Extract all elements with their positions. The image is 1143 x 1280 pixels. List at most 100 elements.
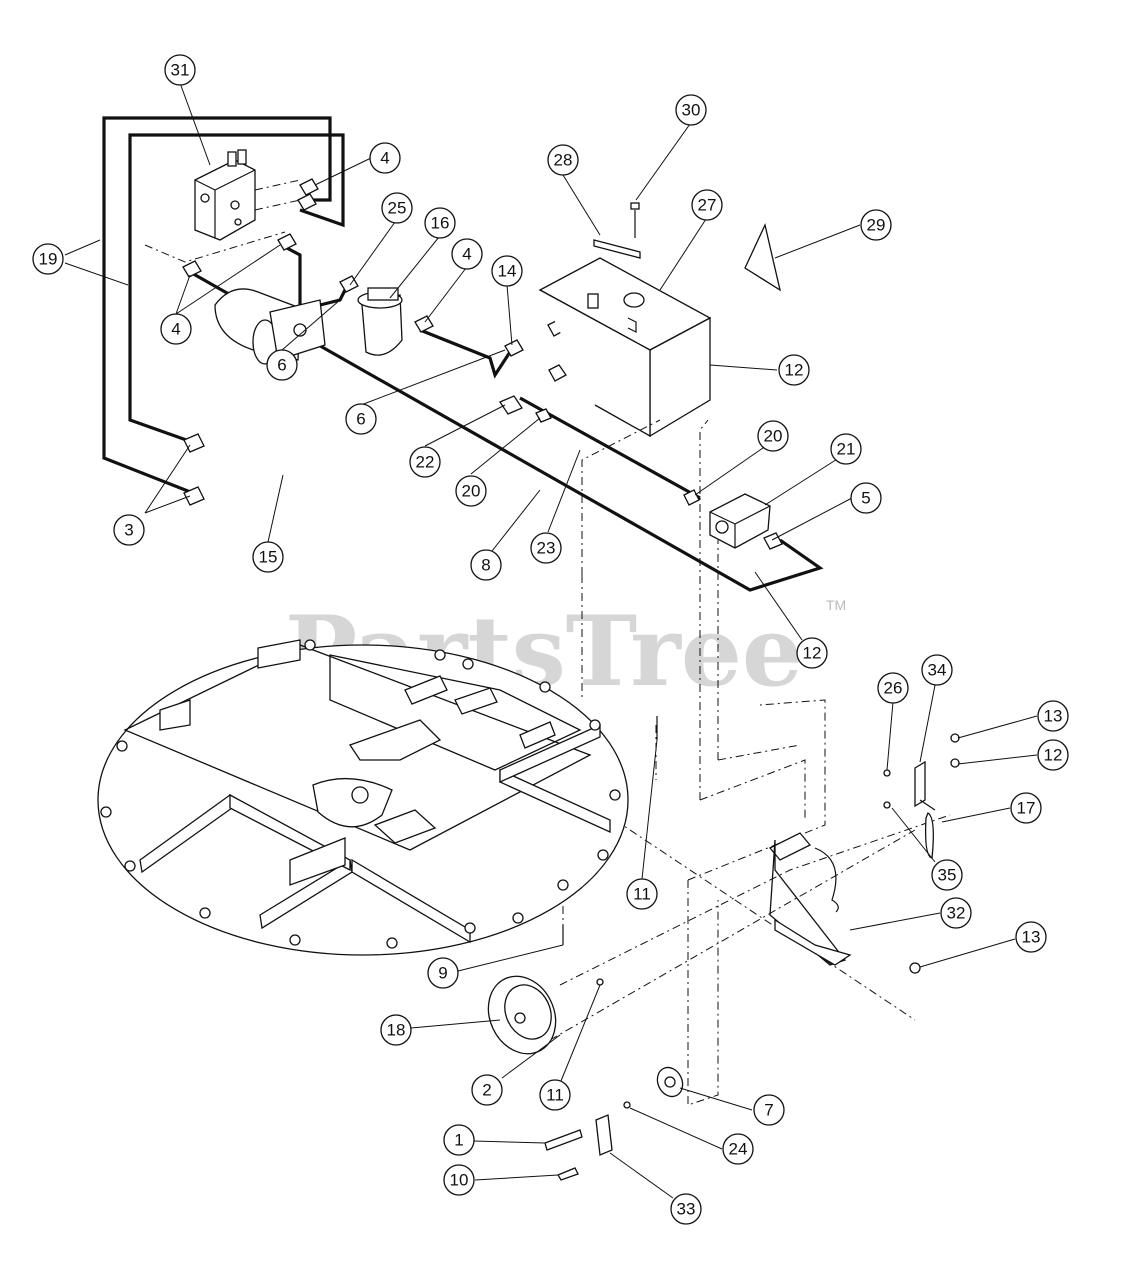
svg-text:11: 11 xyxy=(546,1086,564,1105)
gear-pump xyxy=(709,493,771,549)
svg-text:21: 21 xyxy=(837,440,856,459)
svg-text:22: 22 xyxy=(416,453,435,472)
control-valve xyxy=(144,149,301,263)
svg-text:10: 10 xyxy=(450,1171,469,1190)
callout-23[interactable]: 23 xyxy=(530,532,562,564)
svg-text:26: 26 xyxy=(884,679,903,698)
svg-text:35: 35 xyxy=(938,866,957,885)
svg-text:25: 25 xyxy=(388,199,407,218)
reference-lines xyxy=(549,419,951,1106)
oil-filter xyxy=(357,287,403,356)
svg-text:14: 14 xyxy=(498,262,517,281)
svg-text:32: 32 xyxy=(947,904,966,923)
callout-22[interactable]: 22 xyxy=(409,446,441,478)
svg-text:7: 7 xyxy=(764,1101,773,1120)
svg-text:6: 6 xyxy=(356,410,365,429)
callout-4[interactable]: 4 xyxy=(369,142,401,174)
callout-34[interactable]: 34 xyxy=(921,654,953,686)
callout-14[interactable]: 14 xyxy=(491,255,523,287)
callout-10[interactable]: 10 xyxy=(443,1164,475,1196)
callout-3[interactable]: 3 xyxy=(113,514,145,546)
callout-4[interactable]: 4 xyxy=(160,313,192,345)
callout-26[interactable]: 26 xyxy=(877,672,909,704)
callout-6[interactable]: 6 xyxy=(266,349,298,381)
svg-text:20: 20 xyxy=(764,427,783,446)
svg-text:4: 4 xyxy=(380,149,389,168)
callout-11[interactable]: 11 xyxy=(539,1079,571,1111)
callout-29[interactable]: 29 xyxy=(860,209,892,241)
callout-35[interactable]: 35 xyxy=(931,859,963,891)
svg-text:31: 31 xyxy=(171,61,190,80)
callout-6[interactable]: 6 xyxy=(345,403,377,435)
watermark-tm: TM xyxy=(826,597,846,613)
pulley-assembly xyxy=(487,716,684,1181)
svg-text:11: 11 xyxy=(633,885,651,904)
callout-16[interactable]: 16 xyxy=(424,207,456,239)
svg-text:8: 8 xyxy=(481,556,490,575)
svg-text:17: 17 xyxy=(1017,799,1036,818)
callout-30[interactable]: 30 xyxy=(675,94,707,126)
svg-text:2: 2 xyxy=(482,1081,491,1100)
callout-2[interactable]: 2 xyxy=(471,1074,503,1106)
callout-19[interactable]: 19 xyxy=(32,243,64,275)
callout-25[interactable]: 25 xyxy=(381,192,413,224)
svg-text:1: 1 xyxy=(454,1131,463,1150)
callout-7[interactable]: 7 xyxy=(753,1094,785,1126)
callout-28[interactable]: 28 xyxy=(547,144,579,176)
svg-text:34: 34 xyxy=(928,661,947,680)
hydraulic-motor xyxy=(214,288,326,365)
svg-text:16: 16 xyxy=(431,214,450,233)
callout-15[interactable]: 15 xyxy=(252,541,284,573)
svg-text:12: 12 xyxy=(803,644,822,663)
callout-17[interactable]: 17 xyxy=(1010,792,1042,824)
callout-4[interactable]: 4 xyxy=(451,238,483,270)
callout-20[interactable]: 20 xyxy=(757,420,789,452)
callout-9[interactable]: 9 xyxy=(427,957,459,989)
svg-text:20: 20 xyxy=(462,482,481,501)
svg-text:15: 15 xyxy=(259,548,278,567)
callout-13[interactable]: 13 xyxy=(1037,700,1069,732)
svg-text:18: 18 xyxy=(387,1021,406,1040)
svg-text:23: 23 xyxy=(537,539,556,558)
svg-text:33: 33 xyxy=(677,1200,696,1219)
callout-27[interactable]: 27 xyxy=(691,189,723,221)
callout-18[interactable]: 18 xyxy=(380,1014,412,1046)
svg-text:28: 28 xyxy=(554,151,573,170)
callouts: 31 4 25 16 4 14 28 30 27 29 19 4 6 6 12 … xyxy=(32,54,1069,1225)
svg-text:24: 24 xyxy=(729,1140,748,1159)
callout-21[interactable]: 21 xyxy=(830,433,862,465)
svg-text:3: 3 xyxy=(124,521,133,540)
callout-12[interactable]: 12 xyxy=(796,637,828,669)
callout-31[interactable]: 31 xyxy=(164,54,196,86)
callout-8[interactable]: 8 xyxy=(470,549,502,581)
svg-text:9: 9 xyxy=(438,964,447,983)
callout-20[interactable]: 20 xyxy=(455,475,487,507)
callout-24[interactable]: 24 xyxy=(722,1133,754,1165)
svg-text:6: 6 xyxy=(277,356,286,375)
callout-12[interactable]: 12 xyxy=(778,354,810,386)
fittings xyxy=(182,178,783,550)
svg-text:29: 29 xyxy=(867,216,886,235)
leader-lines xyxy=(64,82,1038,1199)
callout-13[interactable]: 13 xyxy=(1015,921,1047,953)
bracket-assembly xyxy=(768,733,960,974)
svg-text:30: 30 xyxy=(682,101,701,120)
callout-12[interactable]: 12 xyxy=(1037,739,1069,771)
callout-32[interactable]: 32 xyxy=(940,897,972,929)
callout-33[interactable]: 33 xyxy=(670,1193,702,1225)
svg-text:19: 19 xyxy=(39,250,58,269)
svg-text:4: 4 xyxy=(462,245,471,264)
callout-1[interactable]: 1 xyxy=(443,1124,475,1156)
callout-5[interactable]: 5 xyxy=(850,482,882,514)
svg-text:5: 5 xyxy=(861,489,870,508)
svg-text:27: 27 xyxy=(698,196,717,215)
svg-text:4: 4 xyxy=(171,320,180,339)
hydraulic-tank xyxy=(538,202,781,438)
svg-text:12: 12 xyxy=(1044,746,1063,765)
deck-plate xyxy=(97,639,629,956)
callout-11[interactable]: 11 xyxy=(626,878,658,910)
svg-text:13: 13 xyxy=(1044,707,1063,726)
deck-mount-holes xyxy=(100,639,621,949)
svg-text:12: 12 xyxy=(785,361,804,380)
